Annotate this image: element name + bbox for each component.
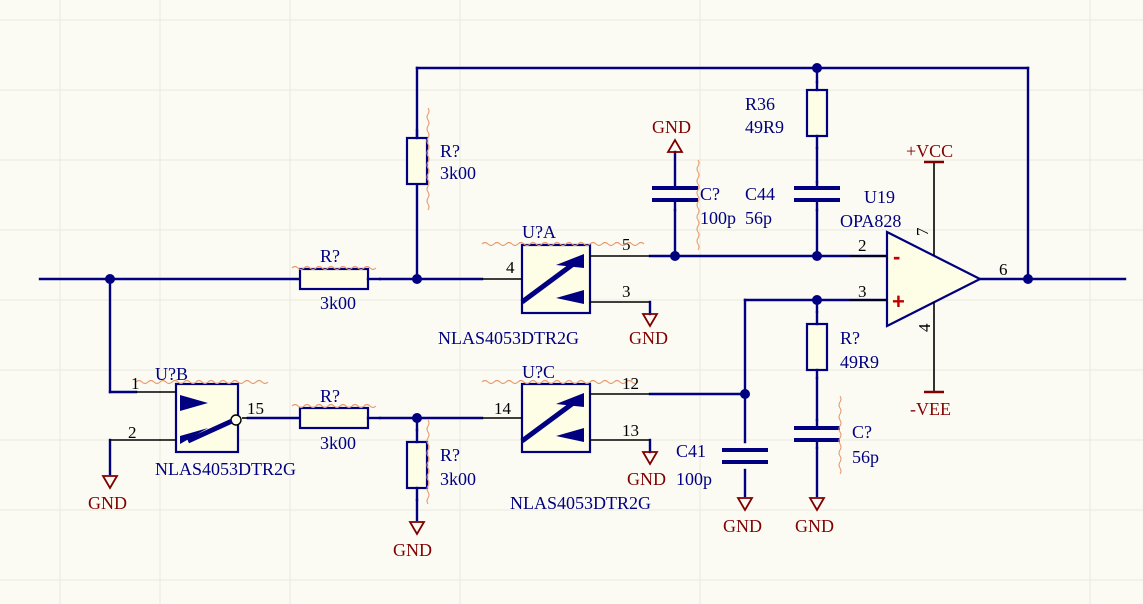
ua-designator: U?A: [522, 222, 556, 242]
vee-label: -VEE: [910, 399, 951, 419]
uc-part: NLAS4053DTR2G: [510, 493, 651, 513]
u19-designator: U19: [864, 187, 895, 207]
ub-pin-com: 15: [247, 399, 264, 418]
gnd-uc-label: GND: [627, 469, 666, 489]
opamp-plus-sign: +: [892, 289, 905, 314]
gnd-c-top-label: GND: [652, 117, 691, 137]
r-top-designator: R?: [440, 141, 460, 161]
gnd-uc: GND: [627, 451, 666, 489]
ub-designator: U?B: [155, 364, 188, 384]
resistor-r-mid[interactable]: R? 3k00: [291, 386, 382, 453]
c44-value: 56p: [745, 208, 772, 228]
gnd-ub: GND: [88, 475, 127, 513]
switch-uc[interactable]: U?C NLAS4053DTR2G 14 12 13: [481, 362, 651, 513]
switch-ub[interactable]: U?B NLAS4053DTR2G 1 2 15: [110, 364, 296, 479]
wires: [38, 66, 1127, 522]
resistor-r-plus[interactable]: R? 49R9: [805, 310, 879, 380]
resistor-r-top[interactable]: R? 3k00: [405, 107, 476, 211]
uc-pin-out2: 13: [622, 421, 639, 440]
ua-pin-out1: 5: [622, 235, 631, 254]
r-plus-designator: R?: [840, 328, 860, 348]
uc-pin-in: 14: [494, 399, 512, 418]
opamp-u19[interactable]: - + U19 OPA828 2 3 6 7 4 +VCC -VEE: [840, 141, 1008, 419]
gnd-r-bot-label: GND: [393, 540, 432, 560]
gnd-c41-label: GND: [723, 516, 762, 536]
gnd-c-plus-label: GND: [795, 516, 834, 536]
ua-pin-in: 4: [506, 258, 515, 277]
opamp-pin-plus: 3: [858, 282, 867, 301]
ua-pin-out2: 3: [622, 282, 631, 301]
gnd-c-top: GND: [652, 117, 691, 153]
r-mid-value: 3k00: [320, 433, 356, 453]
gnd-c-plus: GND: [795, 497, 834, 536]
opamp-minus-sign: -: [893, 244, 900, 269]
r36-designator: R36: [745, 94, 775, 114]
uc-designator: U?C: [522, 362, 555, 382]
r-in-designator: R?: [320, 246, 340, 266]
ub-pin-b: 2: [128, 423, 137, 442]
c44-designator: C44: [745, 184, 775, 204]
gnd-ua-label: GND: [629, 328, 668, 348]
gnd-ua: GND: [629, 313, 668, 348]
opamp-pin-vcc: 7: [913, 227, 932, 236]
capacitor-c-plus[interactable]: C? 56p: [794, 395, 879, 475]
r-top-value: 3k00: [440, 163, 476, 183]
c41-value: 100p: [676, 469, 712, 489]
r-bot-value: 3k00: [440, 469, 476, 489]
gnd-ub-label: GND: [88, 493, 127, 513]
resistor-r-in[interactable]: R? 3k00: [291, 246, 382, 313]
resistor-r36[interactable]: R36 49R9: [745, 80, 829, 150]
u19-value: OPA828: [840, 211, 901, 231]
ua-part: NLAS4053DTR2G: [438, 328, 579, 348]
switch-ua[interactable]: U?A NLAS4053DTR2G 4 5 3: [438, 222, 650, 348]
gnd-r-bot: GND: [393, 521, 432, 560]
ub-part: NLAS4053DTR2G: [155, 459, 296, 479]
vcc-label: +VCC: [906, 141, 953, 161]
c-100p-value: 100p: [700, 208, 736, 228]
c-100p-designator: C?: [700, 184, 720, 204]
gnd-c41: GND: [723, 497, 762, 536]
opamp-pin-minus: 2: [858, 236, 867, 255]
capacitor-c41[interactable]: C41 100p: [676, 441, 768, 489]
ub-pin-a: 1: [131, 374, 140, 393]
c-plus-designator: C?: [852, 422, 872, 442]
opamp-pin-vee: 4: [915, 323, 934, 332]
resistor-r-bot[interactable]: R? 3k00: [405, 419, 476, 505]
r-in-value: 3k00: [320, 293, 356, 313]
c41-designator: C41: [676, 441, 706, 461]
junctions: [105, 63, 1033, 423]
r-plus-value: 49R9: [840, 352, 879, 372]
opamp-pin-out: 6: [999, 260, 1008, 279]
r-bot-designator: R?: [440, 445, 460, 465]
capacitor-c-100p[interactable]: C? 100p: [652, 150, 736, 251]
uc-pin-out1: 12: [622, 374, 639, 393]
c-plus-value: 56p: [852, 447, 879, 467]
r-mid-designator: R?: [320, 386, 340, 406]
r36-value: 49R9: [745, 117, 784, 137]
capacitor-c44[interactable]: C44 56p: [745, 180, 840, 228]
